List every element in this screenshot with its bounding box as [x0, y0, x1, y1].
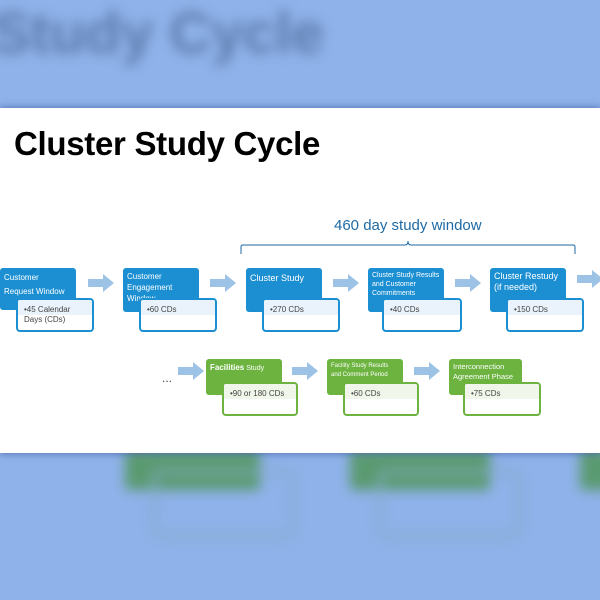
blurred-green-step	[350, 450, 490, 490]
step-duration-box: •60 CDs	[139, 298, 217, 332]
step-duration: •150 CDs	[514, 305, 548, 314]
step-duration: •60 CDs	[351, 389, 381, 398]
arrow-right-icon	[292, 362, 318, 380]
arrow-right-icon	[210, 274, 236, 292]
step-duration-box: •90 or 180 CDs	[222, 382, 298, 416]
step-duration-box: •270 CDs	[262, 298, 340, 332]
step-duration-box: •60 CDs	[343, 382, 419, 416]
blurred-green-outline	[152, 470, 295, 538]
blurred-title: Study Cycle	[0, 1, 324, 66]
blurred-green-outline	[378, 470, 521, 538]
step-duration: •90 or 180 CDs	[230, 389, 285, 398]
blurred-green-step	[125, 450, 260, 490]
arrow-right-icon	[414, 362, 440, 380]
arrow-right-icon	[455, 274, 481, 292]
step-duration: •60 CDs	[147, 305, 177, 314]
blurred-green-step	[580, 450, 600, 490]
step-duration: •40 CDs	[390, 305, 420, 314]
step-duration-box: •45 Calendar Days (CDs)	[16, 298, 94, 332]
step-title-bold: Facilities	[210, 363, 245, 372]
step-title-rest: Study	[244, 365, 265, 372]
study-window-label: 460 day study window	[334, 217, 482, 234]
step-duration-box: •150 CDs	[506, 298, 584, 332]
study-window-bracket	[240, 240, 576, 254]
step-duration: •270 CDs	[270, 305, 304, 314]
arrow-right-icon	[178, 362, 204, 380]
step-duration: •75 CDs	[471, 389, 501, 398]
step-duration: •45 Calendar Days (CDs)	[24, 305, 71, 324]
step-duration-box: •40 CDs	[382, 298, 462, 332]
arrow-right-icon	[577, 270, 600, 288]
step-duration-box: •75 CDs	[463, 382, 541, 416]
arrow-right-icon	[88, 274, 114, 292]
slide-title: Cluster Study Cycle	[14, 125, 321, 162]
slide: Cluster Study Cycle 460 day study window…	[0, 108, 600, 453]
arrow-right-icon	[333, 274, 359, 292]
continuation-ellipsis: ...	[162, 371, 173, 385]
